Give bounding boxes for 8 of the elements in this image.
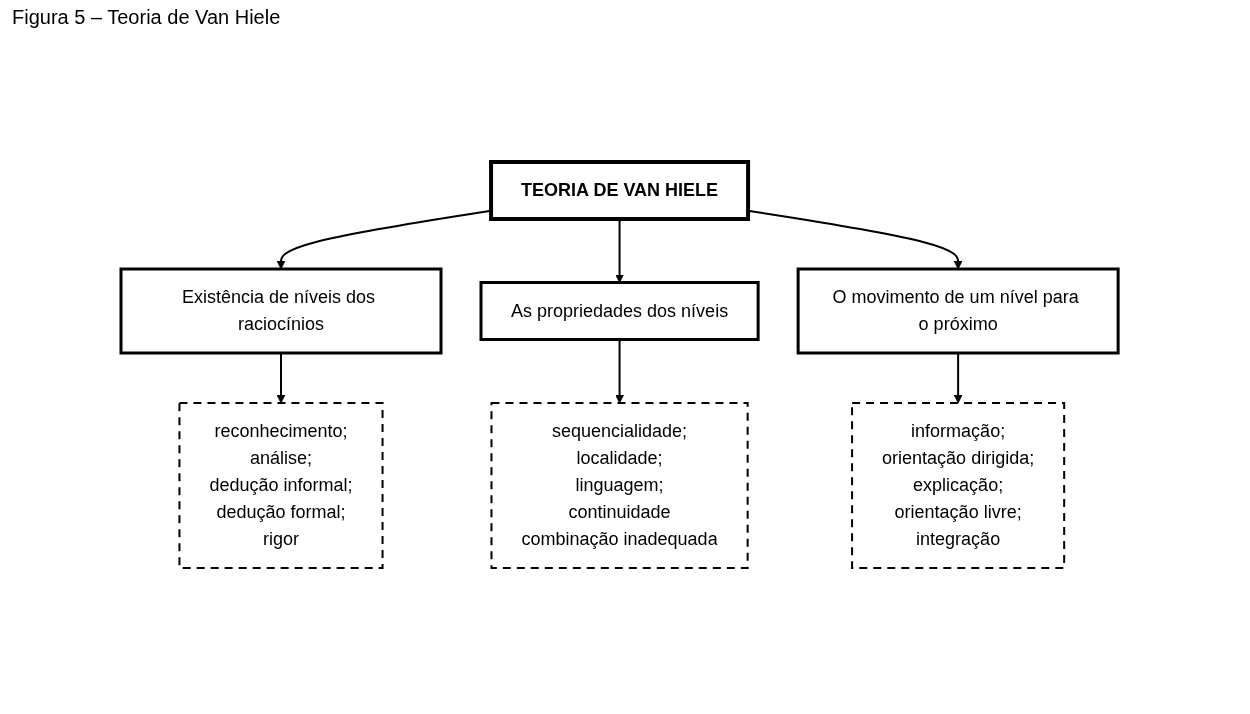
node-box: TEORIA DE VAN HIELE <box>489 160 751 221</box>
node-box: Existência de níveis dos raciocínios <box>119 267 443 355</box>
figure-caption: Figura 5 – Teoria de Van Hiele <box>12 6 281 29</box>
node-box: As propriedades dos níveis <box>479 281 761 341</box>
node-box: informação; orientação dirigida; explicação; orientação livre; integração <box>851 402 1066 569</box>
node-box: sequencialidade; localidade; linguagem; continuidade combinação inadequada <box>490 402 750 569</box>
node-box: reconhecimento; análise; dedução informal; dedução formal; rigor <box>178 402 384 569</box>
node-box: O movimento de um nível para o próximo <box>797 267 1121 355</box>
